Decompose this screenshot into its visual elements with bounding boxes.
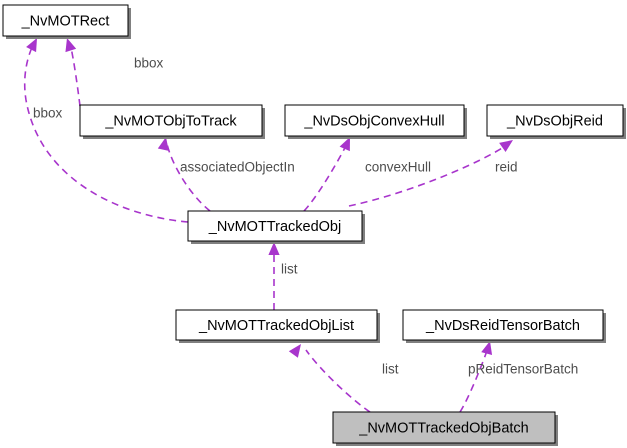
edge-edge-list-trackedobjlist [268,242,280,310]
nodes-layer: _NvMOTRect _NvMOTObjToTrack _NvDsObjConvex… [2,4,626,446]
edge-arrowhead [268,242,280,255]
node-box[interactable] [284,104,465,137]
node-box[interactable] [402,309,604,341]
edge-line [166,143,211,212]
node-label: _NvDsObjConvexHull [303,113,444,129]
node-label: _NvMOTTrackedObjBatch [358,420,528,436]
edges-layer [23,38,513,413]
edge-arrowhead [26,38,37,53]
edge-edge-list-batch [288,344,371,413]
edge-line [459,347,489,413]
node-box[interactable] [486,104,624,137]
edge-arrowhead [157,137,169,151]
class-node-nvmottrackedobjbatch[interactable]: _NvMOTTrackedObjBatch [332,411,558,446]
class-node-nvmottrackedobj[interactable]: _NvMOTTrackedObj [187,210,365,244]
class-node-nvdsreidtensorbatch[interactable]: _NvDsReidTensorBatch [402,309,606,343]
edge-line [348,144,508,207]
node-label: _NvMOTTrackedObj [208,219,341,235]
node-box[interactable] [79,104,263,137]
edge-label-edge-bbox-objtotrack: bbox [134,56,164,71]
class-node-nvmotrect[interactable]: _NvMOTRect [2,4,131,39]
edge-label-edge-list-trackedobjlist: list [281,262,298,277]
edge-label-edge-convexhull: convexHull [365,160,431,175]
node-box[interactable] [2,4,129,37]
class-node-nvmotobjtotrack[interactable]: _NvMOTObjToTrack [79,104,265,139]
edge-arrowhead [288,344,301,358]
edge-arrowhead [339,137,350,152]
edge-line [305,349,371,413]
edge-labels-layer: bbox bbox associatedObjectIn convexHull reid… [33,56,578,377]
edge-edge-associatedobjectin [157,137,211,212]
edge-edge-preidtensorbatch [459,341,493,413]
edge-edge-bbox-objtotrack [65,38,81,107]
node-label: _NvMOTTrackedObjList [198,318,354,334]
node-label: _NvMOTRect [21,13,110,29]
edge-edge-bbox-trackedobj [23,38,189,223]
class-node-nvmottrackedobjlist[interactable]: _NvMOTTrackedObjList [175,309,380,343]
node-box[interactable] [175,309,378,341]
node-box-highlighted[interactable] [332,411,556,444]
class-node-nvdsobjconvexhull[interactable]: _NvDsObjConvexHull [284,104,467,139]
edge-arrowhead [499,140,513,153]
edge-line [303,143,348,212]
edge-arrowhead [481,341,493,356]
node-label: _NvDsObjReid [506,113,603,129]
node-label: _NvMOTObjToTrack [104,113,237,129]
class-node-nvdsobjreid[interactable]: _NvDsObjReid [486,104,626,139]
node-box[interactable] [187,210,363,242]
edge-label-edge-list-batch: list [382,362,399,377]
edge-line [23,42,189,223]
edge-arrowhead [65,38,77,53]
edge-label-edge-preidtensorbatch: pReidTensorBatch [468,362,578,377]
edge-edge-convexhull [303,137,350,212]
node-label: _NvDsReidTensorBatch [425,318,580,334]
edge-label-edge-bbox-trackedobj: bbox [33,106,63,121]
edge-label-edge-reid: reid [495,160,518,175]
edge-edge-reid [348,140,513,207]
edge-label-edge-associatedobjectin: associatedObjectIn [180,160,295,175]
edge-line [69,42,81,107]
